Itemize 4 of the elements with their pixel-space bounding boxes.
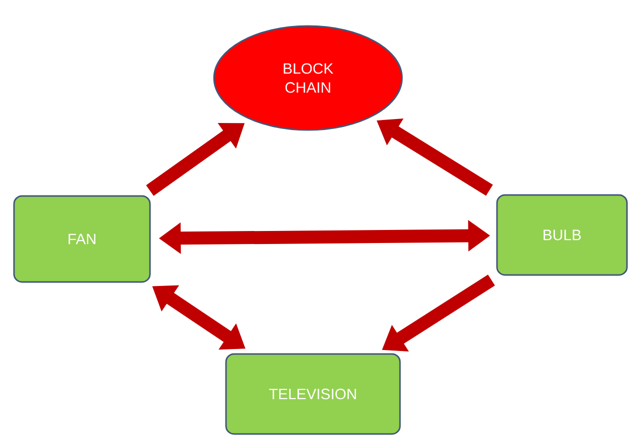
process-box: FAN <box>13 195 151 283</box>
process-box: BULB <box>496 194 628 276</box>
ellipse-node: BLOCK CHAIN <box>213 25 403 131</box>
process-box: TELEVISION <box>225 353 401 435</box>
